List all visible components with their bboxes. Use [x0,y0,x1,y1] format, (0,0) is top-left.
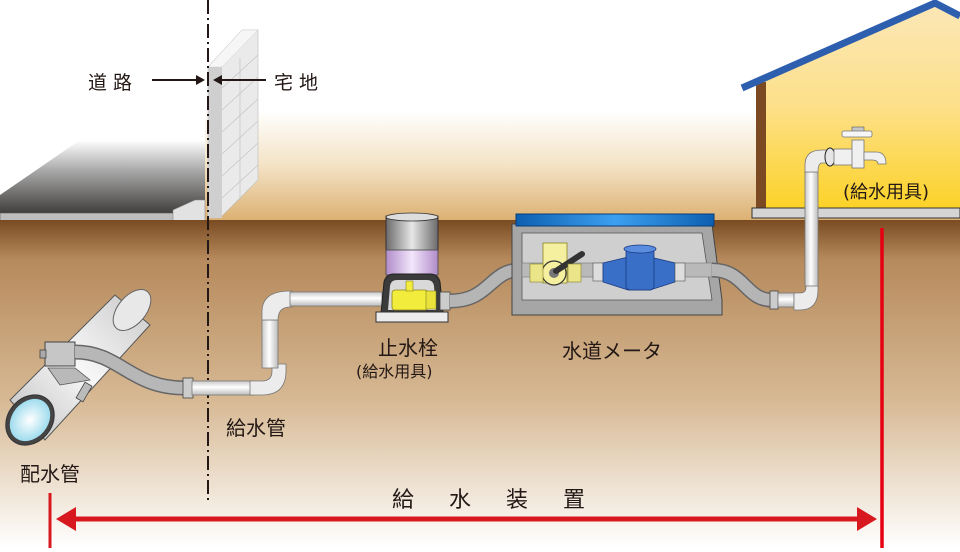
meter-inlet-pipe [439,262,521,311]
span-right-arrowhead-icon [857,507,877,531]
yard-arrowhead-icon [213,75,222,85]
distribution-pipe-label: 配水管 [20,462,80,486]
meter-box-lid [515,213,715,227]
residential-land-label: 宅地 [274,72,325,94]
house-floor-slab [751,207,960,219]
service-pipe [74,290,383,399]
distribution-pipe [5,289,152,446]
stop-valve-note: (給水用具) [356,362,433,381]
road-surface [0,140,205,215]
saddle-clamp [44,341,76,367]
roof [740,0,960,92]
faucet [824,126,887,169]
stop-valve [375,212,449,323]
road-arrowhead-icon [196,75,205,85]
span-left-arrowhead-icon [56,507,76,531]
service-pipe-label: 給水管 [226,416,286,440]
boundary-arrows [152,75,266,85]
house-supply-pipe [711,149,827,311]
road-label: 道路 [88,72,139,94]
faucet-handle [841,130,873,138]
faucet-note: (給水用具) [843,182,930,203]
water-meter-label: 水道メータ [562,339,662,363]
water-supply-span-arrow [48,228,884,548]
water-meter [511,213,723,316]
stop-valve-label: 止水栓 [378,336,438,360]
water-supply-equipment-label: 給 水 装 置 [392,488,599,513]
